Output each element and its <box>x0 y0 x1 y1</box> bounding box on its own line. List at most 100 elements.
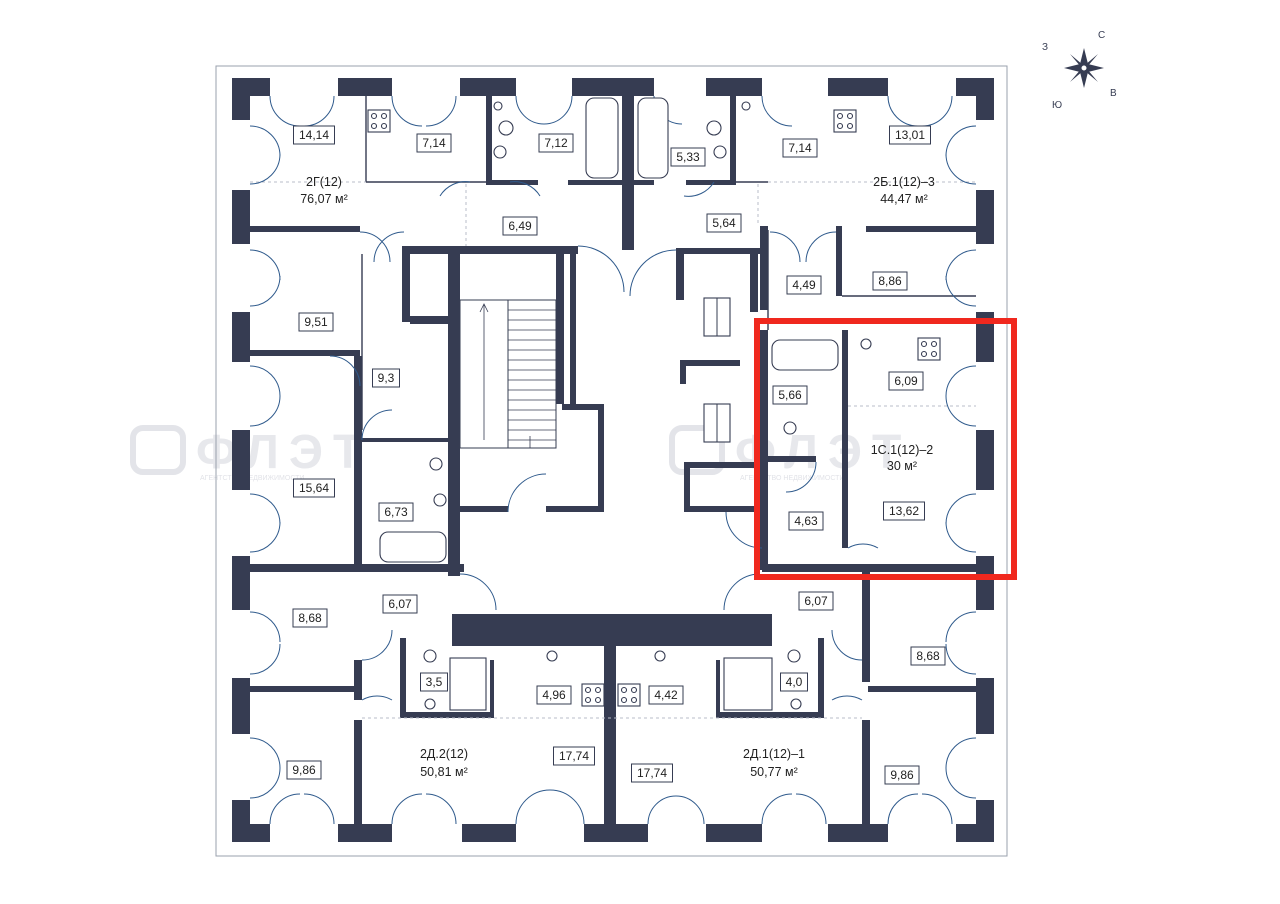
watermark-tagline-left: АГЕНТСТВО НЕДВИЖИМОСТИ <box>200 475 304 482</box>
room-area-labels: 14,14 7,14 7,12 5,33 7,14 13,01 6,49 5,64 4,49 8,… <box>286 125 946 785</box>
apt-2g-area: 76,07 м² <box>300 192 348 206</box>
room-area-label: 4,42 <box>648 685 684 705</box>
room-area-box <box>788 511 824 531</box>
room-area-label: 5,66 <box>772 385 808 405</box>
room-area-box <box>798 591 834 611</box>
room-area-value: 9,86 <box>292 763 316 777</box>
room-area-label: 4,49 <box>786 275 822 295</box>
compass-east: В <box>1110 88 1117 99</box>
perimeter-pillars <box>232 78 994 842</box>
room-area-box <box>648 685 684 705</box>
compass-north: С <box>1098 30 1105 41</box>
room-area-value: 7,14 <box>422 136 446 150</box>
room-area-label: 9,3 <box>372 368 400 388</box>
room-area-box <box>782 138 818 158</box>
room-area-value: 15,64 <box>299 481 329 495</box>
room-area-box <box>536 685 572 705</box>
room-area-value: 3,5 <box>426 675 443 689</box>
room-area-box <box>538 133 574 153</box>
room-area-label: 4,63 <box>788 511 824 531</box>
room-area-value: 4,42 <box>654 688 678 702</box>
room-area-box <box>670 147 706 167</box>
room-area-box <box>883 501 925 521</box>
interior-walls <box>232 78 994 824</box>
watermark-tagline-right: АГЕНТСТВО НЕДВИЖИМОСТИ <box>740 475 844 482</box>
room-area-box <box>292 608 328 628</box>
room-area-label: 13,62 <box>883 501 925 521</box>
watermark-left: ФЛЭТ АГЕНТСТВО НЕДВИЖИМОСТИ <box>130 425 372 482</box>
room-area-value: 6,49 <box>508 219 532 233</box>
room-area-label: 6,07 <box>382 594 418 614</box>
room-area-value: 6,73 <box>384 505 408 519</box>
compass-rose-icon <box>1064 48 1104 88</box>
room-area-value: 4,0 <box>786 675 803 689</box>
selected-apartment-highlight <box>754 318 1017 580</box>
room-area-value: 9,3 <box>378 371 395 385</box>
room-area-box <box>298 312 334 332</box>
room-area-label: 7,12 <box>538 133 574 153</box>
apt-2d2-code: 2Д.2(12) <box>420 747 468 761</box>
room-area-label: 15,64 <box>293 478 335 498</box>
room-area-box <box>416 133 452 153</box>
compass-west: З <box>1042 42 1048 53</box>
room-area-value: 9,51 <box>304 315 328 329</box>
room-area-value: 5,66 <box>778 388 802 402</box>
room-area-label: 13,01 <box>889 125 931 145</box>
room-area-value: 8,86 <box>878 274 902 288</box>
room-area-value: 6,07 <box>804 594 828 608</box>
room-area-label: 4,0 <box>780 672 808 692</box>
room-area-value: 5,64 <box>712 216 736 230</box>
room-area-label: 8,86 <box>872 271 908 291</box>
apt-2d2-area: 50,81 м² <box>420 765 468 779</box>
room-area-value: 5,33 <box>676 150 700 164</box>
room-area-box <box>772 385 808 405</box>
room-area-value: 8,68 <box>298 611 322 625</box>
room-area-label: 6,09 <box>888 371 924 391</box>
room-area-label: 8,68 <box>910 646 946 666</box>
room-area-box <box>786 275 822 295</box>
room-area-label: 5,64 <box>706 213 742 233</box>
room-area-value: 13,01 <box>895 128 925 142</box>
bath-fixtures <box>379 97 872 711</box>
apt-2d1-code: 2Д.1(12)–1 <box>743 747 805 761</box>
room-area-value: 7,14 <box>788 141 812 155</box>
elevators <box>703 297 731 443</box>
apt-2g-code: 2Г(12) <box>306 175 342 189</box>
room-area-value: 14,14 <box>299 128 329 142</box>
room-area-box <box>910 646 946 666</box>
room-area-label: 17,74 <box>553 746 595 766</box>
room-area-value: 17,74 <box>559 749 589 763</box>
room-area-label: 4,96 <box>536 685 572 705</box>
room-area-label: 3,5 <box>420 672 448 692</box>
apt-1s-code: 1С.1(12)–2 <box>871 443 934 457</box>
room-area-value: 13,62 <box>889 504 919 518</box>
room-area-box <box>553 746 595 766</box>
watermark-brand-left: ФЛЭТ <box>196 426 372 479</box>
apt-1s-area: 30 м² <box>887 459 917 473</box>
room-area-box <box>286 760 322 780</box>
room-area-value: 6,07 <box>388 597 412 611</box>
room-area-value: 4,49 <box>792 278 816 292</box>
room-area-box <box>889 125 931 145</box>
room-area-label: 9,51 <box>298 312 334 332</box>
room-area-label: 7,14 <box>782 138 818 158</box>
room-area-value: 9,86 <box>890 768 914 782</box>
room-area-box <box>382 594 418 614</box>
room-area-box <box>372 368 400 388</box>
room-area-label: 8,68 <box>292 608 328 628</box>
cooktops <box>367 109 941 707</box>
room-area-box <box>293 478 335 498</box>
room-area-box <box>293 125 335 145</box>
window-arcs <box>249 95 977 825</box>
room-area-label: 6,07 <box>798 591 834 611</box>
room-area-value: 8,68 <box>916 649 940 663</box>
room-area-box <box>378 502 414 522</box>
room-area-box <box>420 672 448 692</box>
compass-south: Ю <box>1052 100 1062 111</box>
room-area-value: 7,12 <box>544 136 568 150</box>
room-area-box <box>706 213 742 233</box>
building-outline <box>215 65 1008 857</box>
room-area-box <box>888 371 924 391</box>
room-area-box <box>631 763 673 783</box>
